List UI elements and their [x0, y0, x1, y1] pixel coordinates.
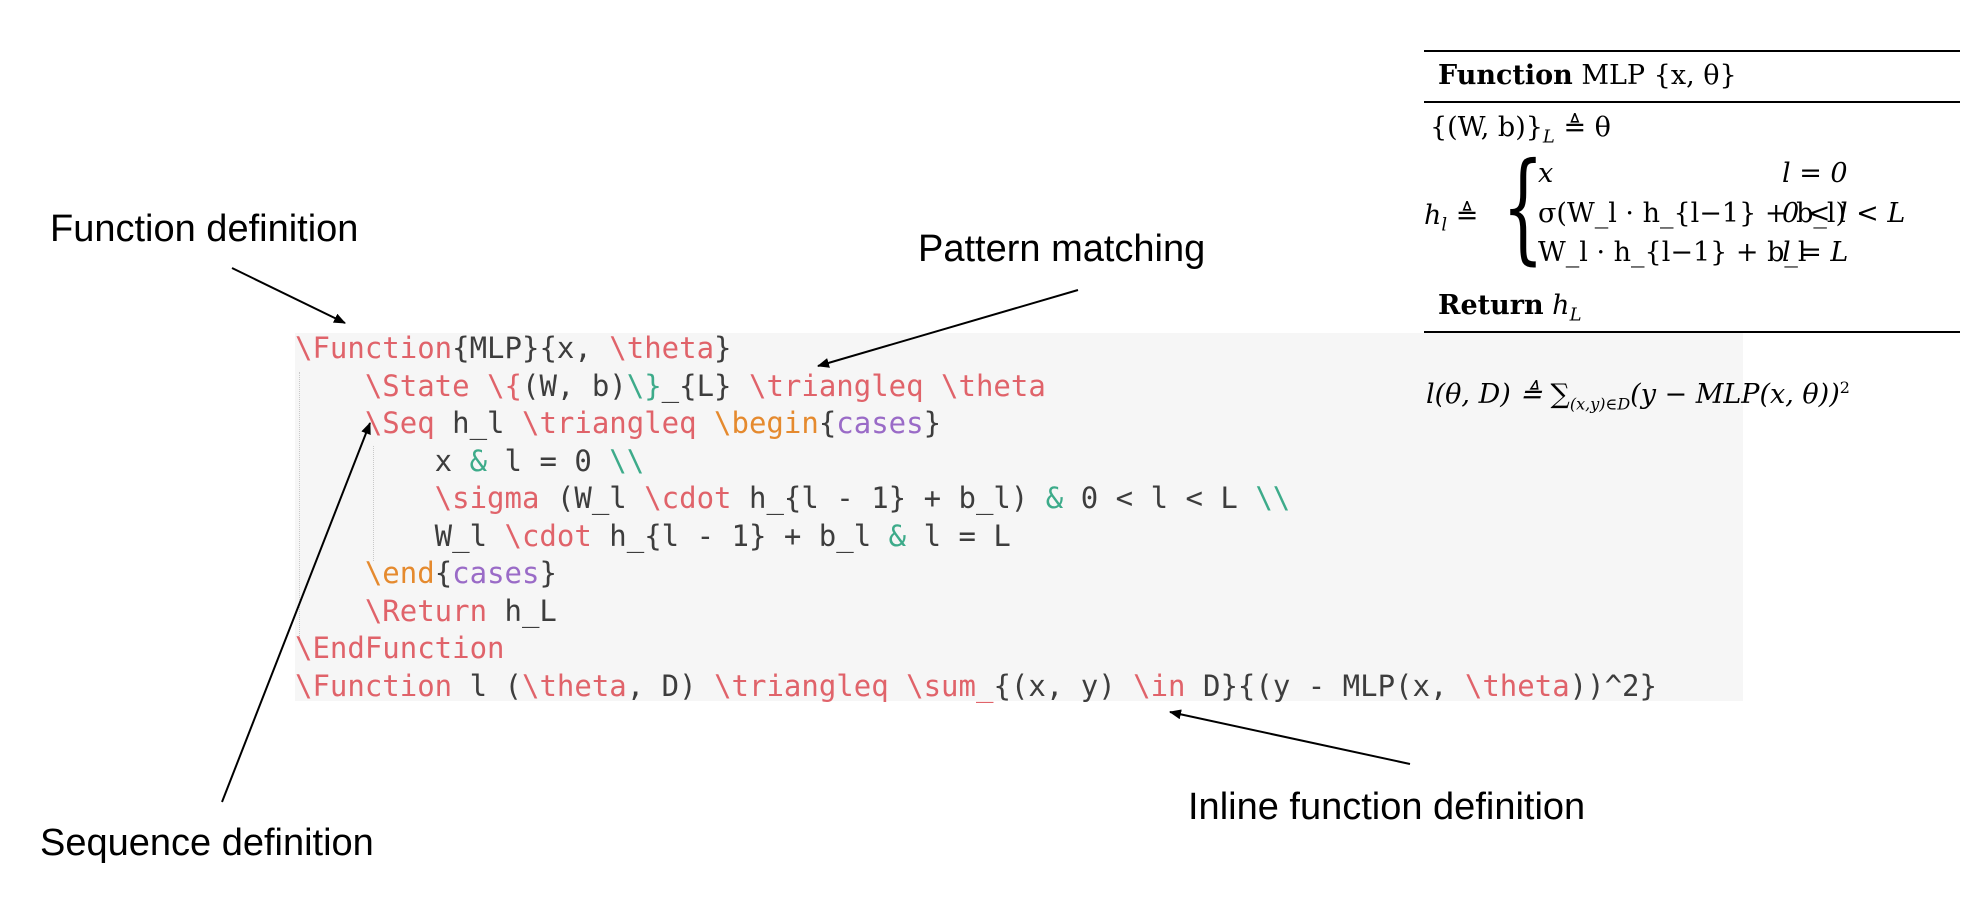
code-line: \sigma (W_l \cdot h_{l - 1} + b_l) & 0 <… — [295, 480, 1291, 517]
code-token: \in — [1133, 668, 1203, 703]
rendered-header: Function MLP {x, θ} — [1438, 60, 1737, 91]
code-token: ))^2} — [1569, 668, 1657, 703]
arrow-pattern-matching — [817, 289, 1079, 368]
label-sequence-definition: Sequence definition — [40, 822, 374, 864]
code-token: \theta — [941, 368, 1046, 403]
code-token: & — [888, 518, 907, 553]
rendered-algorithm: Function MLP {x, θ} {(W, b)}L ≜ θ hl ≜ {… — [1420, 40, 1960, 440]
code-token: \Function — [295, 331, 453, 365]
code-token: (W, b) — [521, 368, 627, 403]
code-token: cases — [836, 406, 924, 440]
label-pattern-matching: Pattern matching — [918, 228, 1206, 270]
code-panel — [295, 333, 1743, 701]
code-token: \sum_ — [906, 668, 994, 703]
rendered-case-cond: l = L — [1782, 237, 1849, 268]
cases-brace: { — [1502, 138, 1544, 277]
code-token: l ( — [469, 668, 522, 703]
rendered-case-expr: σ(W_l · h_{l−1} + b_l) — [1538, 198, 1847, 229]
code-token: W_l — [295, 518, 505, 553]
code-line: \Function{MLP}{x, \theta} — [295, 330, 732, 367]
rendered-h-lhs: hl ≜ — [1424, 200, 1479, 236]
code-token: l = L — [906, 518, 1011, 553]
code-token: \\ — [609, 443, 645, 478]
code-line: \Function l (\theta, D) \triangleq \sum_… — [295, 668, 1657, 705]
code-token: \State — [295, 368, 488, 403]
code-line: x & l = 0 \\ — [295, 443, 645, 480]
code-token: \} — [626, 368, 662, 403]
code-line: \Seq h_l \triangleq \begin{cases} — [295, 405, 941, 442]
code-token: } — [714, 331, 732, 365]
code-token: \triangleq — [521, 406, 715, 440]
rendered-loss: l(θ, D) ≜ ∑(x,y)∈D(y − MLP(x, θ))2 — [1426, 378, 1850, 414]
code-token: \\ — [1255, 481, 1291, 515]
code-token: h_L — [504, 593, 557, 628]
bottom-rule — [1424, 331, 1960, 333]
label-inline-function-definition: Inline function definition — [1188, 786, 1586, 828]
code-token: \end — [295, 556, 435, 590]
code-token: & — [1045, 481, 1064, 515]
code-token: \{ — [487, 368, 522, 403]
code-token: \theta — [522, 668, 627, 703]
rendered-case-cond: l = 0 — [1782, 158, 1848, 189]
code-line: \EndFunction — [295, 630, 505, 667]
code-token: \theta — [609, 331, 715, 365]
code-token: {MLP}{x, — [452, 331, 610, 365]
code-token: _{L} — [661, 368, 749, 403]
indent-guide — [299, 372, 300, 642]
rendered-return: Return hL — [1438, 290, 1582, 326]
code-token: \Return — [295, 593, 505, 628]
code-token: \cdot — [644, 481, 749, 515]
code-token: } — [923, 406, 942, 440]
code-token: \Function — [295, 668, 470, 703]
code-token: 0 < l < L — [1063, 481, 1256, 515]
code-line: \end{cases} — [295, 555, 557, 592]
code-token: h_{l - 1} + b_l) — [748, 481, 1046, 515]
code-line: \Return h_L — [295, 593, 557, 630]
rendered-case-expr: x — [1538, 158, 1554, 189]
code-token: \triangleq — [748, 368, 942, 403]
code-token: h_l — [452, 406, 522, 440]
arrow-sequence-definition — [221, 422, 371, 803]
code-token: \begin — [714, 406, 819, 440]
code-token: & — [469, 443, 488, 478]
code-token: \EndFunction — [295, 631, 505, 665]
code-token: { — [818, 406, 837, 440]
code-token: cases — [452, 556, 540, 590]
label-function-definition: Function definition — [50, 208, 359, 250]
code-token: \theta — [1464, 668, 1570, 703]
code-token: \sigma — [295, 481, 557, 515]
rendered-state-line: {(W, b)}L ≜ θ — [1430, 112, 1611, 148]
rendered-case-cond: 0 < l < L — [1782, 198, 1906, 229]
code-line: \State \{(W, b)\}_{L} \triangleq \theta — [295, 368, 1046, 405]
code-token: \triangleq — [714, 668, 907, 703]
indent-guide — [373, 446, 374, 561]
code-token: , D) — [626, 668, 715, 703]
code-token: x — [295, 443, 470, 478]
code-token: \Seq — [295, 406, 453, 440]
code-token: } — [539, 556, 557, 590]
code-token: {(x, y) — [993, 668, 1134, 703]
code-token: l = 0 — [487, 443, 610, 478]
rendered-case-expr: W_l · h_{l−1} + b_l — [1538, 237, 1807, 268]
code-token: (W_l — [556, 481, 645, 515]
arrow-inline-function-definition — [1169, 709, 1411, 765]
code-line: W_l \cdot h_{l - 1} + b_l & l = L — [295, 518, 1011, 555]
code-token: \cdot — [504, 518, 610, 553]
header-rule — [1424, 101, 1960, 103]
code-token: { — [434, 556, 453, 590]
arrow-function-definition — [231, 267, 346, 324]
code-token: D}{(y - MLP(x, — [1202, 668, 1465, 703]
code-token: h_{l - 1} + b_l — [609, 518, 889, 553]
top-rule — [1424, 50, 1960, 52]
